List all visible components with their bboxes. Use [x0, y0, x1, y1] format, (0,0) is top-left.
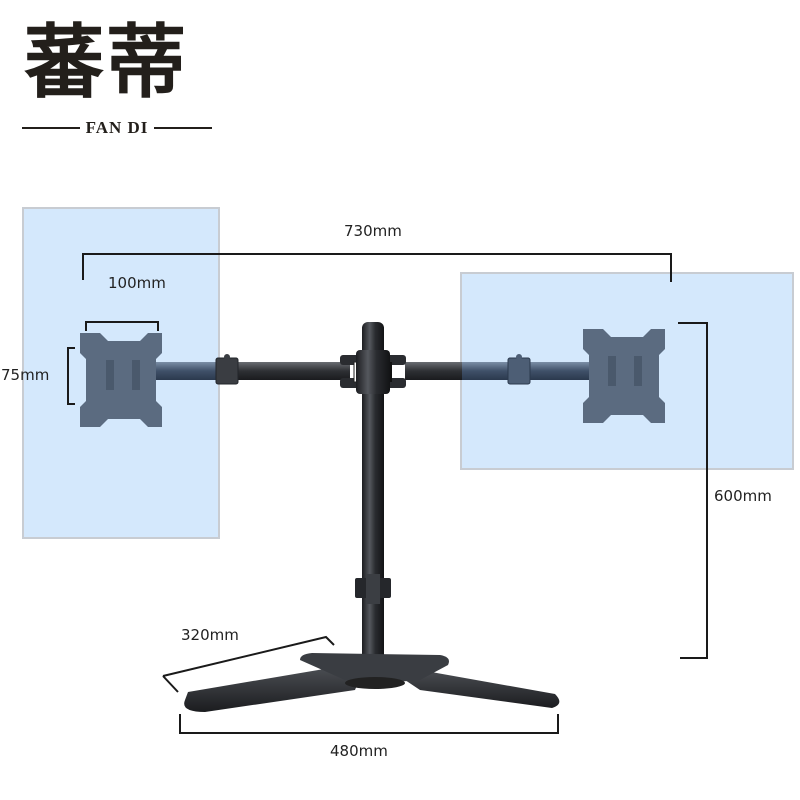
left-arm — [150, 354, 350, 385]
dim-label-overall-width: 730mm — [344, 222, 402, 240]
center-pole — [340, 322, 406, 662]
dim-line-75 — [67, 347, 75, 405]
left-vesa-plate — [80, 333, 162, 427]
tripod-base — [184, 653, 560, 712]
brand-name-cn: 蕃蒂 — [24, 15, 188, 109]
dimension-lines — [67, 253, 708, 734]
brand-name-en: FAN DI — [85, 118, 149, 137]
dim-line-600 — [678, 322, 708, 659]
dim-line-730 — [82, 253, 672, 282]
logo-rule-left — [22, 127, 80, 129]
dim-line-480 — [179, 714, 559, 734]
dim-line-100 — [85, 321, 159, 331]
dim-label-foot-length: 320mm — [181, 626, 239, 644]
dim-label-vesa-height: 75mm — [1, 366, 50, 384]
logo-rule-right — [154, 127, 213, 129]
dim-label-vesa-width: 100mm — [108, 274, 166, 292]
dim-label-base-width: 480mm — [330, 742, 388, 760]
dim-line-320 — [162, 635, 335, 693]
brand-name-en-row: FAN DI — [22, 118, 213, 138]
right-vesa-plate — [583, 329, 665, 423]
dim-label-pole-height: 600mm — [714, 487, 772, 505]
right-arm — [405, 354, 592, 385]
